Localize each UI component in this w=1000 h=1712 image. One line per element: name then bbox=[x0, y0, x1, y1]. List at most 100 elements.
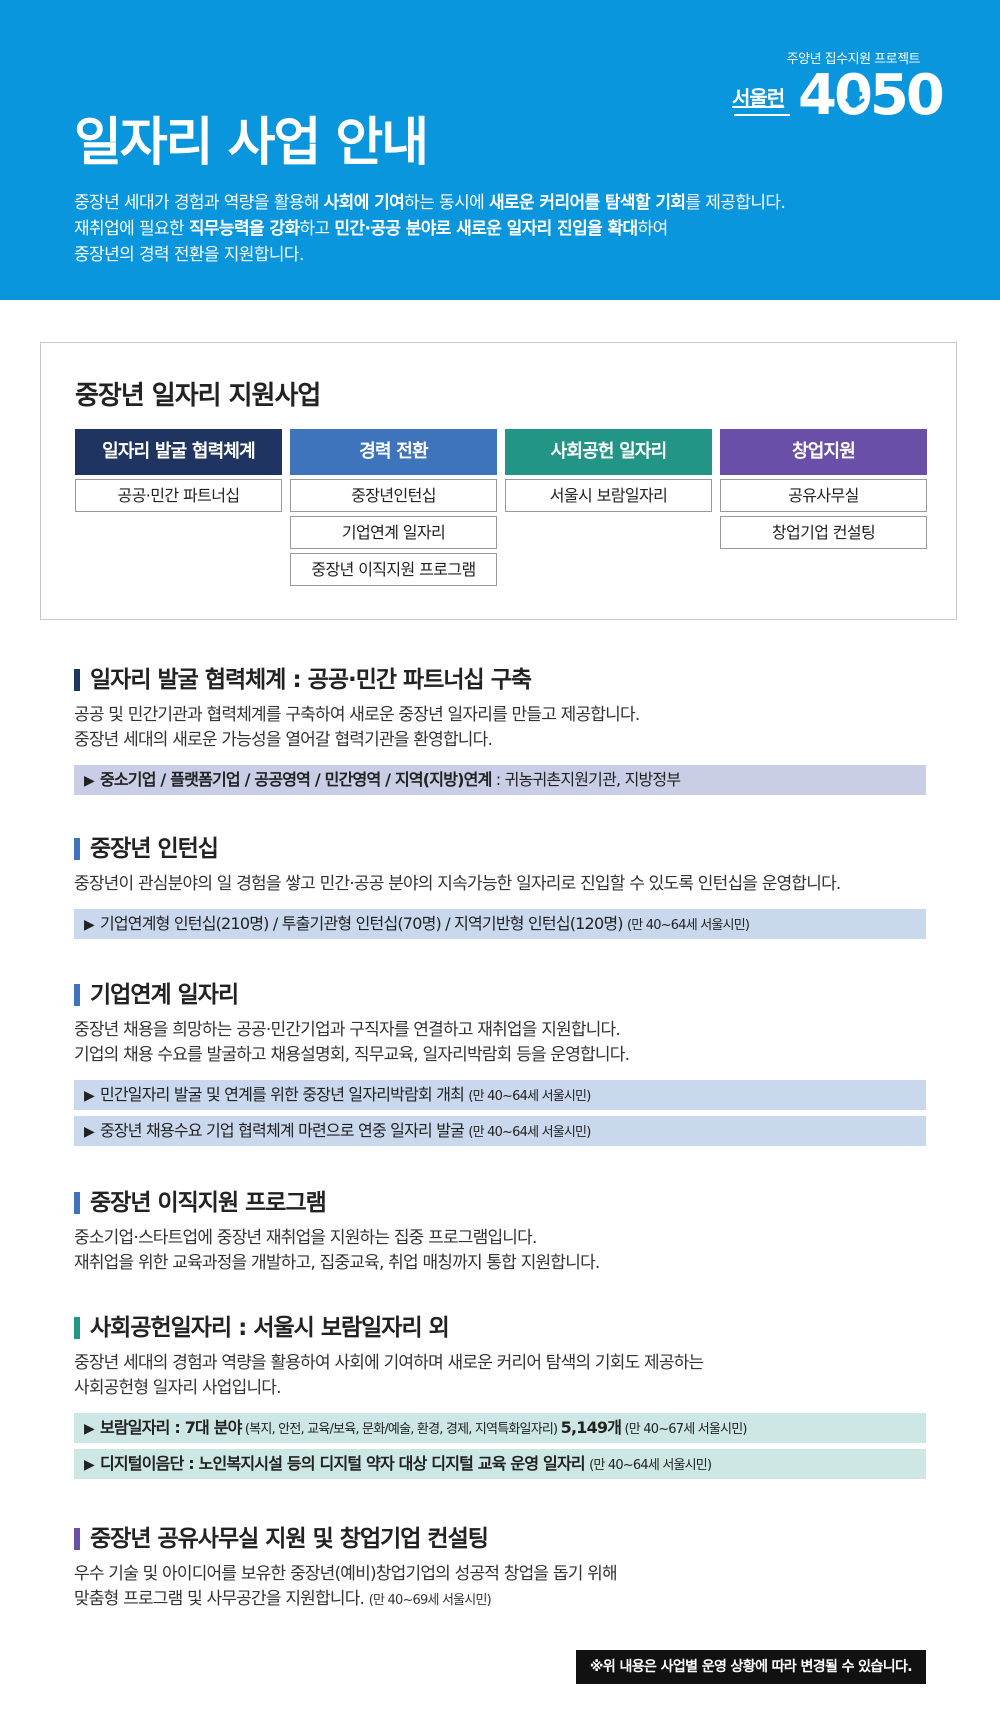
section-marker bbox=[74, 669, 80, 691]
intro-text-part: 를 제공합니다. bbox=[685, 193, 786, 213]
intro-text-part: 재취업에 필요한 bbox=[74, 219, 189, 239]
section-marker bbox=[74, 1192, 80, 1214]
note-emphasis: 5,149개 bbox=[560, 1418, 622, 1437]
note-text: 기업연계형 인턴십(210명) / 투출기관형 인턴십(70명) / 지역기반형… bbox=[99, 914, 627, 933]
section-job-change-program: 중장년 이직지원 프로그램 중소기업·스타트업에 중장년 재취업을 지원하는 집… bbox=[74, 1188, 926, 1276]
intro-text-part: 하고 bbox=[299, 219, 335, 239]
triangle-right-icon: ▶ bbox=[84, 1457, 95, 1473]
disclaimer-badge: ※위 내용은 사업별 운영 상황에 따라 변경될 수 있습니다. bbox=[575, 1650, 926, 1684]
description-line: 중소기업·스타트업에 중장년 재취업을 지원하는 집중 프로그램입니다. bbox=[74, 1228, 537, 1248]
section-description: 중장년이 관심분야의 일 경험을 쌓고 민간·공공 분야의 지속가능한 일자리로… bbox=[74, 872, 926, 897]
header-banner: 주양년 집수지원 프로젝트 서울런 4050 일자리 사업 안내 중장년 세대가… bbox=[0, 0, 1000, 300]
note-eligibility: (만 40~64세 서울시민) bbox=[468, 1125, 591, 1140]
description-line: 기업의 채용 수요를 발굴하고 채용설명회, 직무교육, 일자리박람회 등을 운… bbox=[74, 1045, 630, 1065]
triangle-right-icon: ▶ bbox=[84, 1421, 95, 1437]
info-note: ▶디지털이음단 : 노인복지시설 등의 디지털 약자 대상 디지털 교육 운영 … bbox=[74, 1449, 926, 1479]
triangle-right-icon: ▶ bbox=[84, 1124, 95, 1140]
program-item: 창업기업 컨설팅 bbox=[720, 516, 927, 549]
description-line: 중장년이 관심분야의 일 경험을 쌓고 민간·공공 분야의 지속가능한 일자리로… bbox=[74, 874, 841, 894]
triangle-right-icon: ▶ bbox=[84, 773, 95, 789]
note-text: 민간일자리 발굴 및 연계를 위한 중장년 일자리박람회 개최 bbox=[99, 1085, 469, 1104]
note-emphasis: 디지털이음단 : 노인복지시설 등의 디지털 약자 대상 디지털 교육 운영 일… bbox=[99, 1454, 586, 1473]
description-line: 맞춤형 프로그램 및 사무공간을 지원합니다. (만 40~69세 서울시민) bbox=[74, 1587, 926, 1612]
description-line: 우수 기술 및 아이디어를 보유한 중장년(예비)창업기업의 성공적 창업을 돕… bbox=[74, 1564, 618, 1584]
description-line: 중장년 채용을 희망하는 공공·민간기업과 구직자를 연결하고 재취업을 지원합… bbox=[74, 1020, 621, 1040]
section-title-text: 중장년 공유사무실 지원 및 창업기업 컨설팅 bbox=[90, 1526, 489, 1552]
description-text: 맞춤형 프로그램 및 사무공간을 지원합니다. bbox=[74, 1589, 369, 1609]
section-description: 중장년 채용을 희망하는 공공·민간기업과 구직자를 연결하고 재취업을 지원합… bbox=[74, 1018, 926, 1068]
category-column: 경력 전환 중장년인턴십 기업연계 일자리 중장년 이직지원 프로그램 bbox=[290, 429, 497, 586]
logo-number: 4050 bbox=[798, 63, 945, 128]
section-title-text: 기업연계 일자리 bbox=[90, 982, 239, 1008]
logo-underline bbox=[734, 108, 790, 116]
page-title: 일자리 사업 안내 bbox=[74, 113, 429, 173]
note-eligibility: (만 40~64세 서울시민) bbox=[468, 1089, 591, 1104]
section-company-jobs: 기업연계 일자리 중장년 채용을 희망하는 공공·민간기업과 구직자를 연결하고… bbox=[74, 980, 926, 1146]
seoul-learn-4050-logo: 주양년 집수지원 프로젝트 서울런 4050 bbox=[730, 48, 945, 128]
section-title-text: 일자리 발굴 협력체계 : 공공·민간 파트너십 구축 bbox=[90, 667, 532, 693]
description-line: 중장년 세대의 새로운 가능성을 열어갈 협력기관을 환영합니다. bbox=[74, 730, 493, 750]
section-description: 우수 기술 및 아이디어를 보유한 중장년(예비)창업기업의 성공적 창업을 돕… bbox=[74, 1562, 926, 1612]
section-title: 중장년 인턴십 bbox=[74, 834, 926, 864]
section-partnership: 일자리 발굴 협력체계 : 공공·민간 파트너십 구축 공공 및 민간기관과 협… bbox=[74, 665, 926, 795]
section-title: 중장년 공유사무실 지원 및 창업기업 컨설팅 bbox=[74, 1524, 926, 1554]
description-line: 공공 및 민간기관과 협력체계를 구축하여 새로운 중장년 일자리를 만들고 제… bbox=[74, 705, 640, 725]
note-eligibility: (만 40~67세 서울시민) bbox=[621, 1422, 747, 1437]
section-marker bbox=[74, 984, 80, 1006]
section-title: 사회공헌일자리 : 서울시 보람일자리 외 bbox=[74, 1313, 926, 1343]
info-note: ▶민간일자리 발굴 및 연계를 위한 중장년 일자리박람회 개최 (만 40~6… bbox=[74, 1080, 926, 1110]
section-title-text: 중장년 인턴십 bbox=[90, 836, 219, 862]
section-marker bbox=[74, 1528, 80, 1550]
note-text: 중장년 채용수요 기업 협력체계 마련으로 연중 일자리 발굴 bbox=[99, 1121, 469, 1140]
info-note: ▶보람일자리 : 7대 분야 (복지, 안전, 교육/보육, 문화/예술, 환경… bbox=[74, 1413, 926, 1443]
intro-text-part: 중장년 세대가 경험과 역량을 활용해 bbox=[74, 193, 324, 213]
logo-tagline: 주양년 집수지원 프로젝트 bbox=[786, 52, 921, 67]
section-marker bbox=[74, 1317, 80, 1339]
smile-icon bbox=[845, 91, 865, 106]
description-line: 사회공헌형 일자리 사업입니다. bbox=[74, 1378, 282, 1398]
description-line: 재취업을 위한 교육과정을 개발하고, 집중교육, 취업 매칭까지 통합 지원합… bbox=[74, 1253, 600, 1273]
intro-text-part: 하여 bbox=[637, 219, 669, 239]
section-title-text: 중장년 이직지원 프로그램 bbox=[90, 1190, 327, 1216]
program-item: 공유사무실 bbox=[720, 479, 927, 512]
section-description: 중소기업·스타트업에 중장년 재취업을 지원하는 집중 프로그램입니다. 재취업… bbox=[74, 1226, 926, 1276]
section-title: 기업연계 일자리 bbox=[74, 980, 926, 1010]
info-note: ▶중소기업 / 플랫폼기업 / 공공영역 / 민간영역 / 지역(지방)연계 :… bbox=[74, 765, 926, 795]
section-description: 중장년 세대의 경험과 역량을 활용하여 사회에 기여하며 새로운 커리어 탐색… bbox=[74, 1351, 926, 1401]
intro-emphasis: 직무능력을 강화 bbox=[188, 219, 300, 239]
intro-emphasis: 사회에 기여 bbox=[323, 193, 405, 213]
note-text: (복지, 안전, 교육/보육, 문화/예술, 환경, 경제, 지역특화일자리) bbox=[241, 1422, 561, 1437]
section-internship: 중장년 인턴십 중장년이 관심분야의 일 경험을 쌓고 민간·공공 분야의 지속… bbox=[74, 834, 926, 939]
intro-text: 중장년 세대가 경험과 역량을 활용해 사회에 기여하는 동시에 새로운 커리어… bbox=[74, 190, 786, 268]
program-item: 서울시 보람일자리 bbox=[505, 479, 712, 512]
category-header: 창업지원 bbox=[720, 429, 927, 475]
program-item: 공공·민간 파트너십 bbox=[75, 479, 282, 512]
section-title: 일자리 발굴 협력체계 : 공공·민간 파트너십 구축 bbox=[74, 665, 926, 695]
section-description: 공공 및 민간기관과 협력체계를 구축하여 새로운 중장년 일자리를 만들고 제… bbox=[74, 703, 926, 753]
program-item: 중장년 이직지원 프로그램 bbox=[290, 553, 497, 586]
description-line: 중장년 세대의 경험과 역량을 활용하여 사회에 기여하며 새로운 커리어 탐색… bbox=[74, 1353, 704, 1373]
section-shared-office-consulting: 중장년 공유사무실 지원 및 창업기업 컨설팅 우수 기술 및 아이디어를 보유… bbox=[74, 1524, 926, 1612]
intro-emphasis: 새로운 커리어를 탐색할 기회 bbox=[488, 193, 686, 213]
intro-text-part: 하는 동시에 bbox=[404, 193, 489, 213]
program-item: 기업연계 일자리 bbox=[290, 516, 497, 549]
intro-line-3: 중장년의 경력 전환을 지원합니다. bbox=[74, 245, 304, 265]
overview-title: 중장년 일자리 지원사업 bbox=[75, 381, 321, 411]
triangle-right-icon: ▶ bbox=[84, 917, 95, 933]
note-eligibility: (만 40~64세 서울시민) bbox=[589, 1458, 712, 1473]
intro-emphasis: 민간·공공 분야로 새로운 일자리 진입을 확대 bbox=[334, 219, 638, 239]
note-emphasis: 중소기업 / 플랫폼기업 / 공공영역 / 민간영역 / 지역(지방)연계 bbox=[99, 770, 492, 789]
note-eligibility: (만 40~64세 서울시민) bbox=[626, 918, 750, 933]
logo-name: 서울런 bbox=[732, 86, 785, 110]
category-header: 일자리 발굴 협력체계 bbox=[75, 429, 282, 475]
description-eligibility: (만 40~69세 서울시민) bbox=[368, 1593, 492, 1608]
category-column: 창업지원 공유사무실 창업기업 컨설팅 bbox=[720, 429, 927, 549]
intro-line-2: 재취업에 필요한 직무능력을 강화하고 민간·공공 분야로 새로운 일자리 진입… bbox=[74, 216, 785, 242]
info-note: ▶중장년 채용수요 기업 협력체계 마련으로 연중 일자리 발굴 (만 40~6… bbox=[74, 1116, 926, 1146]
intro-line-1: 중장년 세대가 경험과 역량을 활용해 사회에 기여하는 동시에 새로운 커리어… bbox=[74, 190, 786, 216]
section-title: 중장년 이직지원 프로그램 bbox=[74, 1188, 926, 1218]
program-item: 중장년인턴십 bbox=[290, 479, 497, 512]
category-header: 경력 전환 bbox=[290, 429, 497, 475]
info-note: ▶기업연계형 인턴십(210명) / 투출기관형 인턴십(70명) / 지역기반… bbox=[74, 909, 926, 939]
program-overview-box: 중장년 일자리 지원사업 일자리 발굴 협력체계 공공·민간 파트너십 경력 전… bbox=[40, 342, 957, 620]
